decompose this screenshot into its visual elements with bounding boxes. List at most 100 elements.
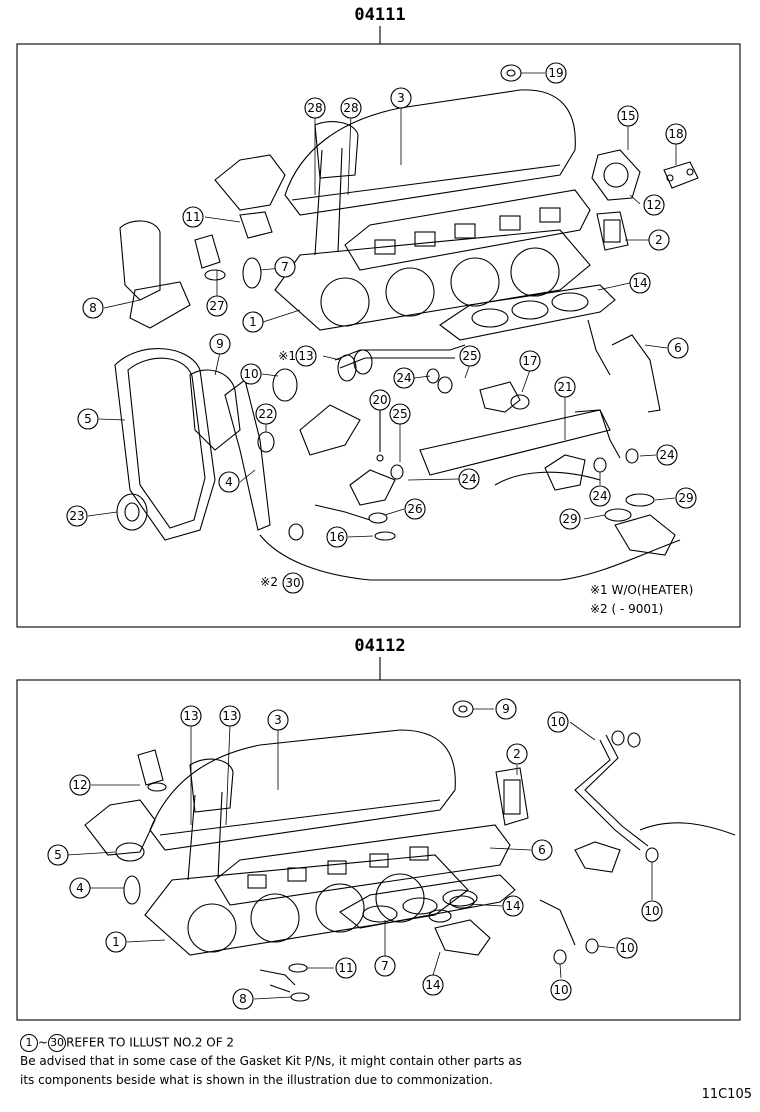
callout-k2-14b: 14 xyxy=(422,974,444,996)
callout-number: 25 xyxy=(462,349,477,363)
callout-number: 2 xyxy=(513,747,521,761)
callout-k2-7: 7 xyxy=(374,955,396,977)
callout-k2-2: 2 xyxy=(506,743,528,765)
illustration-code: 11C105 xyxy=(701,1087,752,1102)
kit1-note-2: ※2 ( - 9001) xyxy=(590,602,663,616)
callout-number: 22 xyxy=(258,407,273,421)
callout-number: 24 xyxy=(659,448,674,462)
callout-number: 13 xyxy=(183,709,198,723)
footer-range-start: 1 xyxy=(20,1034,38,1052)
callout-circle xyxy=(218,471,240,493)
callout-circle xyxy=(242,311,264,333)
footer-advisory-line-1: Be advised that in some case of the Gask… xyxy=(20,1054,522,1068)
callout-number: 19 xyxy=(548,66,563,80)
callout-k1-24d: 24 xyxy=(589,485,611,507)
callout-number: 16 xyxy=(329,530,344,544)
callout-k1-24c: 24 xyxy=(656,444,678,466)
callout-k1-12: 12 xyxy=(643,194,665,216)
callout-k1-26: 26 xyxy=(404,498,426,520)
callout-k1-29a: 29 xyxy=(675,487,697,509)
callout-circle xyxy=(77,408,99,430)
callout-circle xyxy=(459,345,481,367)
callout-number: 29 xyxy=(562,512,577,526)
callout-number: 13 xyxy=(298,349,313,363)
callout-number: 14 xyxy=(632,276,647,290)
callout-circle xyxy=(390,87,412,109)
callout-number: 17 xyxy=(522,354,537,368)
callout-circle xyxy=(648,229,670,251)
callout-number: 26 xyxy=(407,502,422,516)
callout-circle xyxy=(545,62,567,84)
callout-number: 21 xyxy=(557,380,572,394)
kit1-frame xyxy=(16,43,741,628)
callout-k1-1: 1 xyxy=(242,311,264,333)
footer-advisory-line-2: its components beside what is shown in t… xyxy=(20,1073,493,1087)
callout-circle xyxy=(675,487,697,509)
callout-k1-28b: 28 xyxy=(340,97,362,119)
kit1-mark-30: ※2 xyxy=(260,575,278,589)
callout-k1-17: 17 xyxy=(519,350,541,372)
callout-k1-11: 11 xyxy=(182,206,204,228)
callout-circle xyxy=(267,709,289,731)
callout-circle xyxy=(69,877,91,899)
callout-number: 13 xyxy=(222,709,237,723)
callout-number: 1 xyxy=(112,935,120,949)
callout-k1-24a: 24 xyxy=(393,367,415,389)
callout-circle xyxy=(182,206,204,228)
kit2-frame xyxy=(16,679,741,1021)
callout-circle xyxy=(393,367,415,389)
callout-number: 28 xyxy=(307,101,322,115)
callout-number: 8 xyxy=(89,301,97,315)
callout-circle xyxy=(105,931,127,953)
callout-k2-14a: 14 xyxy=(502,895,524,917)
callout-number: 4 xyxy=(225,475,233,489)
callout-circle xyxy=(240,363,262,385)
kit1-engine-illustration xyxy=(114,64,699,581)
callout-k1-15: 15 xyxy=(617,105,639,127)
callout-k2-3: 3 xyxy=(267,709,289,731)
callout-k1-24b: 24 xyxy=(458,468,480,490)
callout-circle xyxy=(274,256,296,278)
kit2-title: 04112 xyxy=(354,636,405,656)
callout-circle xyxy=(667,337,689,359)
callout-k1-16: 16 xyxy=(326,526,348,548)
callout-k2-11: 11 xyxy=(335,957,357,979)
callout-k2-13b: 13 xyxy=(219,705,241,727)
callout-number: 7 xyxy=(281,260,289,274)
callout-circle xyxy=(502,895,524,917)
callout-circle xyxy=(422,974,444,996)
callout-number: 10 xyxy=(243,367,258,381)
callout-number: 20 xyxy=(372,393,387,407)
callout-circle xyxy=(180,705,202,727)
footer-range-sep: ~ xyxy=(38,1035,49,1050)
callout-circle xyxy=(554,376,576,398)
callout-circle xyxy=(550,979,572,1001)
callout-k2-1: 1 xyxy=(105,931,127,953)
callout-circle xyxy=(458,468,480,490)
kit2-leaders xyxy=(66,708,653,1000)
callout-number: 11 xyxy=(185,210,200,224)
callout-number: 11 xyxy=(338,961,353,975)
callout-circle xyxy=(547,711,569,733)
kit2-engine-illustration xyxy=(84,700,736,1002)
callout-circle xyxy=(519,350,541,372)
callout-circle xyxy=(389,403,411,425)
callout-circle xyxy=(326,526,348,548)
callout-circle xyxy=(304,97,326,119)
callout-circle xyxy=(47,844,69,866)
callout-k1-3: 3 xyxy=(390,87,412,109)
callout-number: 14 xyxy=(425,978,440,992)
kit1-mark-13: ※1 xyxy=(278,349,296,363)
callout-circle xyxy=(282,572,304,594)
callout-k1-28a: 28 xyxy=(304,97,326,119)
callout-circle xyxy=(643,194,665,216)
callout-number: 30 xyxy=(285,576,300,590)
callout-circle xyxy=(69,774,91,796)
callout-number: 15 xyxy=(620,109,635,123)
callout-number: 6 xyxy=(674,341,682,355)
callout-circle xyxy=(295,345,317,367)
callout-circle xyxy=(255,403,277,425)
callout-number: 25 xyxy=(392,407,407,421)
